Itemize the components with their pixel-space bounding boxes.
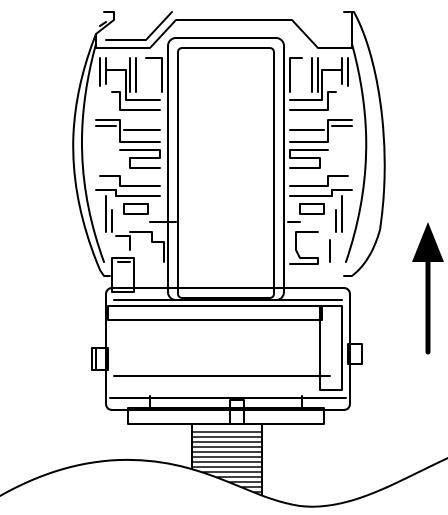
lock-tab	[111, 257, 135, 293]
rail-top-bridge-inner	[105, 11, 173, 41]
break-line	[0, 458, 448, 515]
rail-inner-shell-right	[345, 43, 368, 263]
central-stem	[167, 37, 285, 301]
adapter-body	[105, 287, 351, 411]
break-line-stroke	[0, 457, 448, 508]
rail-top-bridge	[95, 11, 353, 49]
arrow-up-icon	[412, 222, 444, 355]
body-inner-panel	[107, 305, 323, 321]
body-right-insert	[319, 305, 343, 391]
track-rail-profile	[72, 11, 386, 277]
right-fin-structure	[287, 57, 353, 265]
left-clip	[91, 347, 109, 371]
left-fin-structure	[95, 57, 177, 263]
center-key	[229, 399, 245, 425]
stem-outer	[167, 37, 285, 301]
side-clips	[91, 343, 363, 371]
stem-inner	[177, 47, 275, 299]
right-clip	[347, 343, 363, 365]
rail-inner-shell-left	[81, 21, 107, 263]
